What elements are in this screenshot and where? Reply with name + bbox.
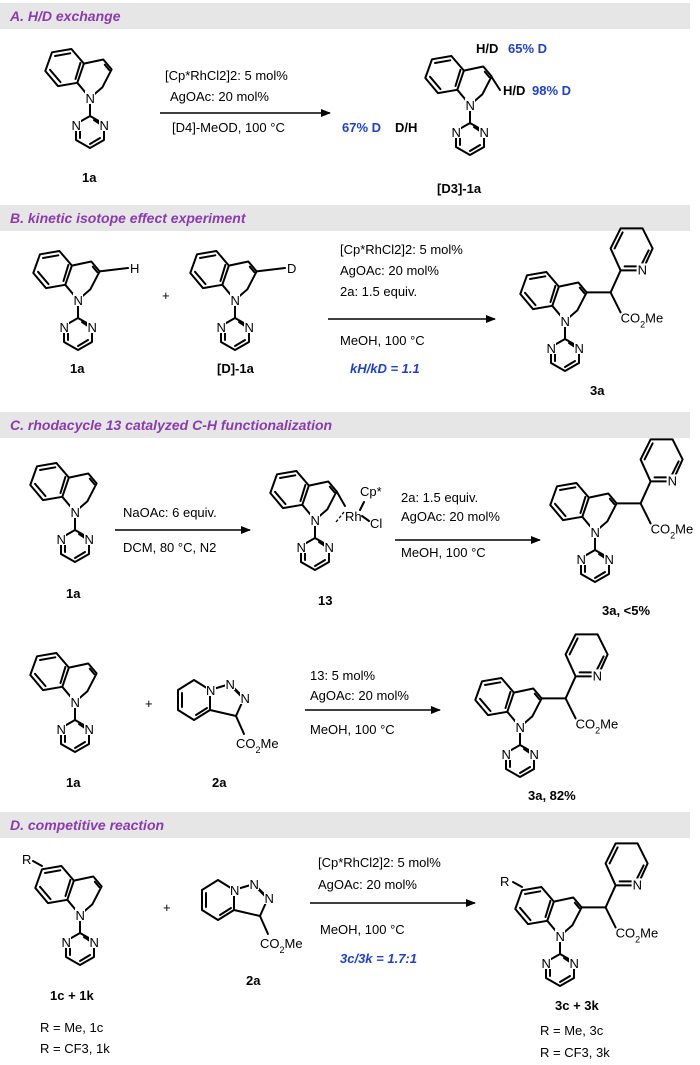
label-1a-c: 1a (66, 586, 81, 601)
indole-3a-b (519, 271, 588, 372)
indole-d3 (424, 55, 493, 156)
label-1a: 1a (82, 170, 97, 185)
cond-a-2: AgOAc: 20 mol% (170, 89, 269, 104)
cond-b-2: AgOAc: 20 mol% (340, 263, 439, 278)
section-b-title: B. kinetic isotope effect experiment (10, 210, 247, 226)
cond-d-1: [Cp*RhCl2]2: 5 mol% (318, 855, 441, 870)
cond-c3-3: MeOH, 100 °C (310, 722, 395, 737)
note-3c: R = Me, 3c (540, 1023, 604, 1038)
h-atom: H (130, 261, 139, 276)
cond-a-1: [Cp*RhCl2]2: 5 mol% (165, 68, 288, 83)
note-1c: R = Me, 1c (40, 1020, 104, 1035)
label-3a-c: 3a, <5% (602, 603, 651, 618)
triazolopyridine-2a-c (177, 676, 280, 756)
indole-1a (44, 48, 113, 149)
kie-value: kH/kD = 1.1 (350, 361, 420, 376)
cl-atom: Cl (370, 516, 382, 531)
indole-1a-c2 (29, 652, 98, 753)
label-3a-b: 3a (590, 383, 605, 398)
cond-b-1: [Cp*RhCl2]2: 5 mol% (340, 242, 463, 257)
label-1a-b: 1a (70, 361, 85, 376)
cond-c2-1: 2a: 1.5 equiv. (401, 490, 478, 505)
indole-3a-c2 (474, 677, 543, 778)
section-a-title: A. H/D exchange (9, 8, 121, 24)
label-1c-1k: 1c + 1k (50, 988, 95, 1003)
d2-percent: 98% D (532, 83, 571, 98)
pyridyl-ester-c2 (540, 633, 620, 737)
r-atom: R (22, 852, 31, 867)
note-3k: R = CF3, 3k (540, 1045, 610, 1060)
label-2a-c: 2a (212, 775, 227, 790)
cond-c1-1: NaOAc: 6 equiv. (123, 505, 217, 520)
indole-1a-b (32, 250, 101, 351)
plus-c: + (145, 696, 153, 711)
cond-d-2: AgOAc: 20 mol% (318, 877, 417, 892)
d3-percent: 65% D (508, 41, 547, 56)
cond-b-4: MeOH, 100 °C (340, 333, 425, 348)
hd-label-3: H/D (476, 41, 498, 56)
label-13: 13 (318, 593, 332, 608)
label-d3-1a: [D3]-1a (437, 181, 482, 196)
pyridyl-ester-d (580, 842, 660, 946)
indole-3a-c (549, 482, 618, 583)
rhodacycle-13: Rh Cp* Cl (269, 470, 382, 571)
indole-3c-3k (514, 886, 583, 987)
section-b: B. kinetic isotope effect experiment H 1… (0, 205, 690, 398)
pyridyl-ester-c (615, 438, 695, 542)
section-d: D. competitive reaction R 1c + 1k R = Me… (0, 812, 690, 1060)
rh-atom: Rh (345, 509, 362, 524)
label-2a-d: 2a (246, 973, 261, 988)
pyridyl-ester-b (585, 227, 665, 331)
r-atom: R (500, 874, 509, 889)
d-atom: D (287, 261, 296, 276)
d7-percent: 67% D (342, 120, 381, 135)
cond-c3-2: AgOAc: 20 mol% (310, 688, 409, 703)
cond-c2-2: AgOAc: 20 mol% (401, 509, 500, 524)
label-3a-c2: 3a, 82% (528, 788, 576, 803)
indole-1a-c (29, 462, 98, 563)
indole-d-1a (189, 250, 258, 351)
cond-d-3: MeOH, 100 °C (320, 922, 405, 937)
plus-b: + (162, 288, 170, 303)
label-d-1a: [D]-1a (217, 361, 255, 376)
ratio-value: 3c/3k = 1.7:1 (340, 951, 417, 966)
cond-b-3: 2a: 1.5 equiv. (340, 284, 417, 299)
section-c-title: C. rhodacycle 13 catalyzed C-H functiona… (10, 417, 332, 433)
section-d-title: D. competitive reaction (10, 817, 164, 833)
cond-a-3: [D4]-MeOD, 100 °C (172, 120, 285, 135)
cp-star: Cp* (360, 484, 382, 499)
section-a: A. H/D exchange 1a [Cp*RhCl2]2: 5 mol% A… (0, 3, 690, 196)
section-c: C. rhodacycle 13 catalyzed C-H functiona… (0, 412, 695, 803)
plus-d: + (163, 900, 171, 915)
hd-label-2: H/D (503, 83, 525, 98)
note-1k: R = CF3, 1k (40, 1041, 110, 1056)
label-1a-c2: 1a (66, 775, 81, 790)
cond-c1-2: DCM, 80 °C, N2 (123, 540, 216, 555)
triazolopyridine-2a-d (201, 876, 304, 956)
dh-label-7: D/H (395, 120, 417, 135)
indole-1c-1k (34, 865, 103, 966)
cond-c2-3: MeOH, 100 °C (401, 545, 486, 560)
cond-c3-1: 13: 5 mol% (310, 668, 375, 683)
label-3c-3k: 3c + 3k (555, 998, 600, 1013)
